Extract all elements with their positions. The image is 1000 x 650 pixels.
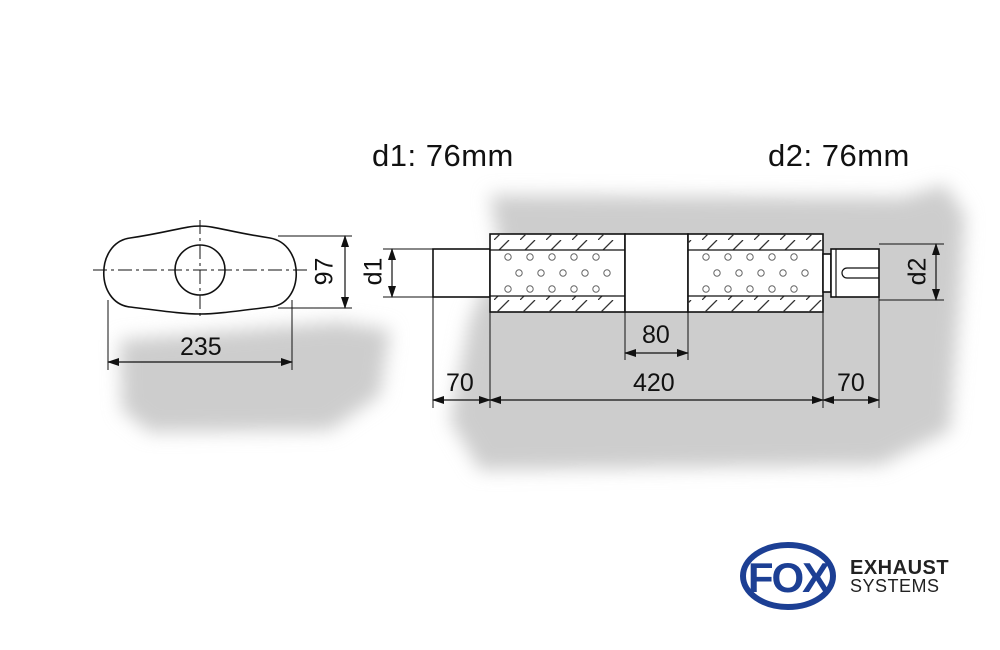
perforation-hole (548, 285, 556, 293)
side-view (432, 233, 880, 313)
perforation-hole (768, 253, 776, 261)
inlet-length-label: 70 (446, 369, 474, 397)
cross-section-view (93, 220, 352, 370)
perforation-hole (570, 285, 578, 293)
perforation-hole (790, 285, 798, 293)
perforation-hole (702, 253, 710, 261)
width-dimension-label: 235 (180, 333, 222, 361)
perforation-hole (504, 285, 512, 293)
perforation-hole (504, 253, 512, 261)
perforation-hole (779, 269, 787, 277)
perforation-hole (592, 253, 600, 261)
perforation-hole (581, 269, 589, 277)
height-dimension-label: 97 (310, 257, 339, 286)
inlet-pipe (432, 248, 491, 298)
perforation-hole (526, 285, 534, 293)
perforation-hole (603, 269, 611, 277)
drop-shadow (120, 185, 965, 470)
body-length-label: 420 (633, 369, 675, 397)
perforation-hole (559, 269, 567, 277)
perforation-hole (746, 285, 754, 293)
perforation-hole (768, 285, 776, 293)
perforation-hole (548, 253, 556, 261)
perforation-hole (592, 285, 600, 293)
fox-logo-ellipse (740, 542, 836, 610)
d1-dimension-label: d1 (359, 257, 388, 286)
perforation-hole (515, 269, 523, 277)
perforation-hole (790, 253, 798, 261)
d2-dimension-label: d2 (903, 257, 932, 286)
perforation-hole (757, 269, 765, 277)
perforation-hole (570, 253, 578, 261)
perforation-hole (713, 269, 721, 277)
perforation-hole (735, 269, 743, 277)
perforation-holes (504, 253, 809, 293)
fox-logo-line1: EXHAUST (850, 557, 949, 579)
perforation-hole (724, 285, 732, 293)
outlet-length-label: 70 (837, 369, 865, 397)
side-dimensions (383, 243, 944, 408)
fox-logo-mark: FOX (748, 554, 830, 601)
perforation-hole (724, 253, 732, 261)
outlet-pipe (822, 253, 832, 293)
fox-logo: FOX EXHAUST SYSTEMS (740, 542, 949, 610)
perforation-hole (801, 269, 809, 277)
perforation-hole (702, 285, 710, 293)
middle-length-label: 80 (642, 321, 670, 349)
middle-chamber (624, 233, 689, 313)
perforation-hole (746, 253, 754, 261)
d1-headline: d1: 76mm (372, 138, 514, 173)
perforation-hole (526, 253, 534, 261)
perforation-hole (537, 269, 545, 277)
d2-headline: d2: 76mm (768, 138, 910, 173)
fox-logo-line2: SYSTEMS (850, 576, 940, 596)
